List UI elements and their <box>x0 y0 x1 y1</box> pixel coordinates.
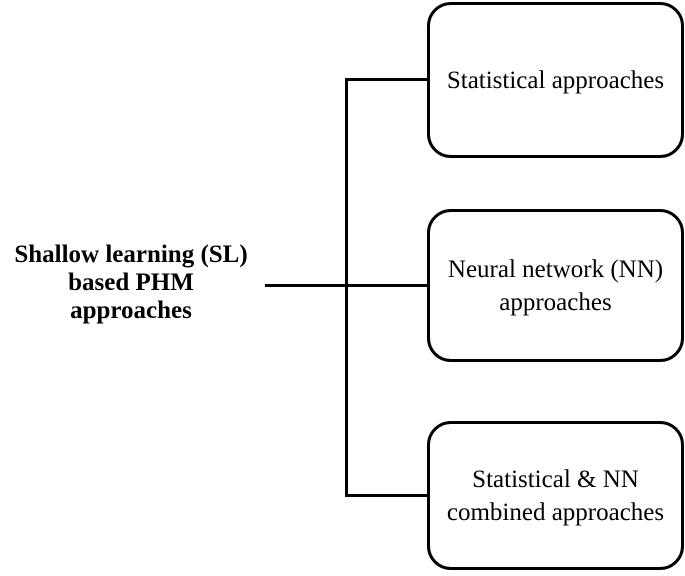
node-label-line: Neural network (NN) <box>447 255 664 283</box>
node-label-line: approaches <box>499 288 612 316</box>
connector-branch-top <box>345 78 428 81</box>
node-statistical-approaches: Statistical approaches <box>427 2 684 158</box>
node-statistical-nn-combined-approaches: Statistical & NN combined approaches <box>427 421 684 570</box>
node-label-line: Statistical approaches <box>446 66 665 94</box>
connector-trunk-line <box>345 78 348 497</box>
connector-branch-bottom <box>345 494 428 497</box>
node-label-line: Statistical & NN <box>472 465 639 493</box>
root-label-line-1: Shallow learning (SL) <box>14 241 248 268</box>
root-label-line-2: based PHM <box>68 269 194 296</box>
root-label-line-3: approaches <box>70 297 192 324</box>
root-label: Shallow learning (SL) based PHM approach… <box>0 241 262 325</box>
node-neural-network-approaches: Neural network (NN) approaches <box>427 209 684 362</box>
node-label-line: combined approaches <box>446 498 665 526</box>
